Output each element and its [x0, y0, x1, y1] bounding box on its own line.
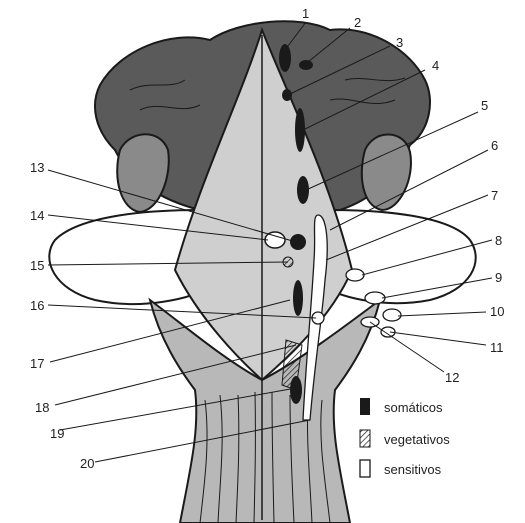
label-5: 5 [481, 98, 488, 113]
label-16: 16 [30, 298, 44, 313]
label-7: 7 [491, 188, 498, 203]
label-10: 10 [490, 304, 504, 319]
label-9: 9 [495, 270, 502, 285]
label-1: 1 [302, 6, 309, 21]
legend-sensory-label: sensitivos [384, 462, 442, 477]
label-13: 13 [30, 160, 44, 175]
label-11: 11 [490, 340, 504, 355]
label-20: 20 [80, 456, 94, 471]
label-17: 17 [30, 356, 44, 371]
label-12: 12 [445, 370, 459, 385]
legend-sensory-swatch [360, 460, 370, 477]
label-8: 8 [495, 233, 502, 248]
legend-somatic-swatch [360, 398, 370, 415]
label-15: 15 [30, 258, 44, 273]
legend: somáticos vegetativos sensitivos [360, 398, 450, 477]
label-4: 4 [432, 58, 439, 73]
label-19: 19 [50, 426, 64, 441]
label-18: 18 [35, 400, 49, 415]
label-2: 2 [354, 15, 361, 30]
label-6: 6 [491, 138, 498, 153]
label-3: 3 [396, 35, 403, 50]
label-14: 14 [30, 208, 44, 223]
legend-vegetative-swatch [360, 430, 370, 447]
legend-somatic-label: somáticos [384, 400, 443, 415]
legend-vegetative-label: vegetativos [384, 432, 450, 447]
